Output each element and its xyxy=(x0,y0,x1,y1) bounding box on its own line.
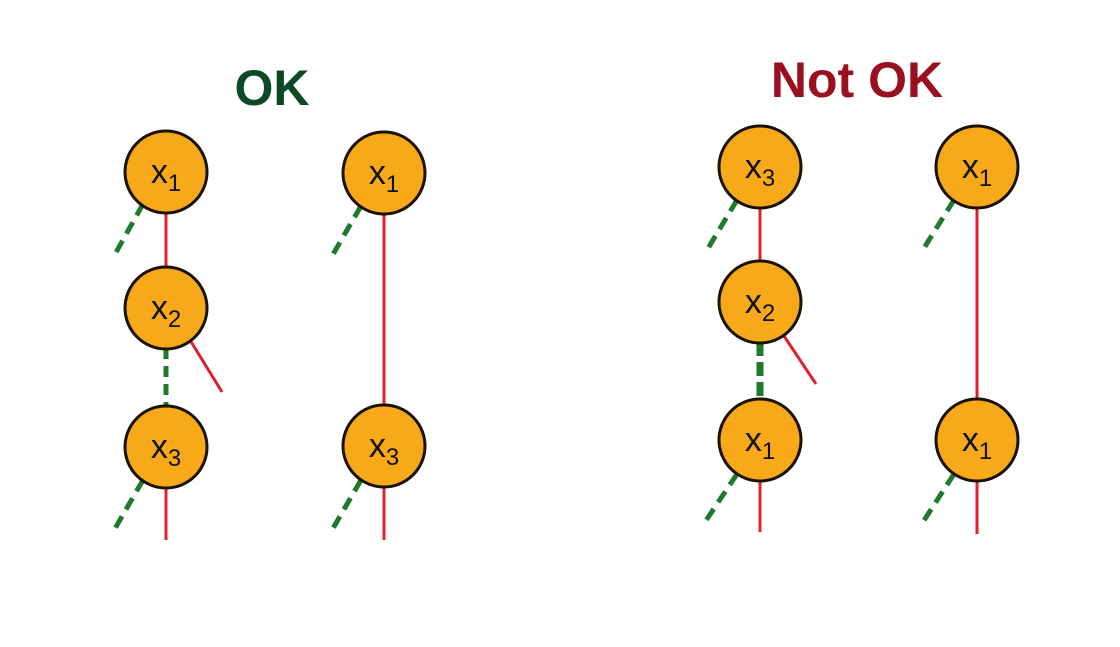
node-subscript: 2 xyxy=(762,300,775,327)
node-label: x xyxy=(745,421,762,459)
node-x2: x2 xyxy=(123,265,209,351)
side-dashed-edge xyxy=(329,204,364,258)
side-dashed-edge xyxy=(920,472,957,524)
node-label: x xyxy=(151,153,168,191)
side-dashed-edge xyxy=(921,198,957,250)
svg-text:x3: x3 xyxy=(745,148,775,192)
ok-chain-a: x1 x2 x3 xyxy=(110,129,224,540)
node-subscript: 1 xyxy=(979,165,992,192)
node-label: x xyxy=(745,148,762,186)
node-label: x xyxy=(962,421,979,459)
ok-chain-b: x1 x3 xyxy=(329,130,427,540)
node-label: x xyxy=(745,283,762,321)
not-ok-chain-b: x1 x1 xyxy=(920,124,1020,534)
svg-text:x2: x2 xyxy=(745,283,775,327)
node-x1: x1 xyxy=(934,397,1020,483)
node-label: x xyxy=(151,289,168,327)
svg-text:x2: x2 xyxy=(151,289,181,333)
node-x3: x3 xyxy=(717,124,803,210)
side-dashed-edge xyxy=(329,478,364,532)
svg-text:x3: x3 xyxy=(369,427,399,471)
node-subscript: 1 xyxy=(979,438,992,465)
node-subscript: 1 xyxy=(168,170,181,197)
side-dashed-edge xyxy=(111,202,146,258)
node-subscript: 1 xyxy=(762,438,775,465)
node-subscript: 1 xyxy=(386,171,399,198)
node-label: x xyxy=(151,428,168,466)
svg-text:x1: x1 xyxy=(962,421,992,465)
node-x1: x1 xyxy=(123,129,209,215)
node-x2: x2 xyxy=(717,259,803,345)
node-label: x xyxy=(962,148,979,186)
node-label: x xyxy=(369,427,386,465)
node-subscript: 2 xyxy=(168,306,181,333)
svg-text:x1: x1 xyxy=(151,153,181,197)
node-x1: x1 xyxy=(717,397,803,483)
node-x3: x3 xyxy=(123,404,209,490)
side-solid-edge xyxy=(188,339,224,393)
node-subscript: 3 xyxy=(762,165,775,192)
ok-panel-title: OK xyxy=(235,60,310,116)
side-dashed-edge xyxy=(702,472,740,524)
svg-text:x1: x1 xyxy=(369,154,399,198)
node-label: x xyxy=(369,154,386,192)
side-solid-edge xyxy=(782,335,818,385)
side-dashed-edge xyxy=(110,478,146,534)
node-x1: x1 xyxy=(341,130,427,216)
node-subscript: 3 xyxy=(168,445,181,472)
node-x3: x3 xyxy=(341,403,427,489)
not-ok-chain-a: x3 x2 x1 xyxy=(702,124,818,532)
node-x1: x1 xyxy=(934,124,1020,210)
svg-text:x3: x3 xyxy=(151,428,181,472)
side-dashed-edge xyxy=(704,198,740,252)
svg-text:x1: x1 xyxy=(745,421,775,465)
svg-text:x1: x1 xyxy=(962,148,992,192)
not-ok-panel-title: Not OK xyxy=(771,52,943,108)
node-subscript: 3 xyxy=(386,444,399,471)
